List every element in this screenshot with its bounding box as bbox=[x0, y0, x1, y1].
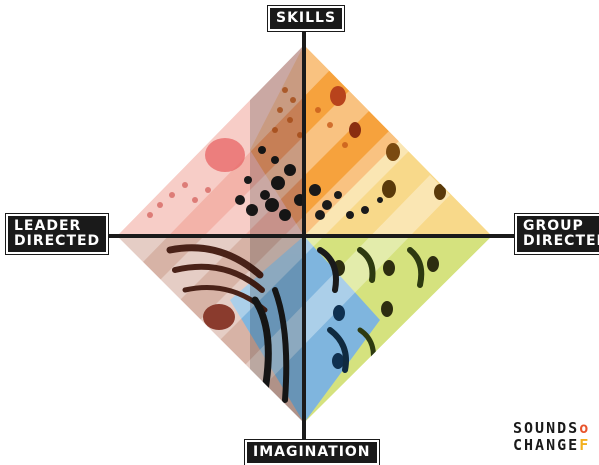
axis-label-imagination: IMAGINATION bbox=[244, 439, 380, 465]
axis-label-skills: SKILLS bbox=[266, 5, 346, 32]
axis-label-leader-line2: DIRECTED bbox=[14, 233, 101, 249]
scribble-texture bbox=[235, 146, 383, 221]
pink-dots bbox=[147, 182, 211, 218]
quadrant-top-center bbox=[250, 45, 304, 236]
logo-line1: SOUNDSo bbox=[513, 420, 590, 437]
axis-label-group-directed: GROUP DIRECTED bbox=[513, 213, 599, 255]
axis-label-group-line1: GROUP bbox=[523, 218, 584, 234]
blob bbox=[332, 353, 344, 369]
brush-strokes bbox=[166, 244, 425, 403]
logo-word-change: CHANGE bbox=[513, 436, 580, 454]
quadrant-top-orange bbox=[304, 45, 400, 236]
blob bbox=[381, 301, 393, 317]
logo-line2: CHANGEF bbox=[513, 437, 590, 454]
blob bbox=[349, 122, 361, 138]
blob bbox=[382, 180, 396, 198]
blob bbox=[205, 138, 245, 172]
blob bbox=[203, 304, 235, 330]
blob bbox=[333, 305, 345, 321]
blob bbox=[330, 86, 346, 106]
logo-mark-o: o bbox=[579, 419, 591, 437]
blob bbox=[427, 256, 439, 272]
blob bbox=[434, 184, 446, 200]
logo-mark-f: F bbox=[579, 436, 591, 454]
axis-label-group-line2: DIRECTED bbox=[523, 233, 599, 249]
quadrant-top-left bbox=[117, 45, 304, 236]
logo-word-sounds: SOUNDS bbox=[513, 419, 580, 437]
blob bbox=[386, 143, 400, 161]
orange-dots bbox=[272, 87, 348, 148]
axis-label-leader-directed: LEADER DIRECTED bbox=[4, 213, 110, 255]
quadrant-bottom-right bbox=[304, 236, 492, 423]
sounds-of-change-logo: SOUNDSo CHANGEF bbox=[513, 420, 590, 454]
axis-label-leader-line1: LEADER bbox=[14, 218, 82, 234]
diamond-field bbox=[117, 45, 492, 423]
blob bbox=[383, 260, 395, 276]
